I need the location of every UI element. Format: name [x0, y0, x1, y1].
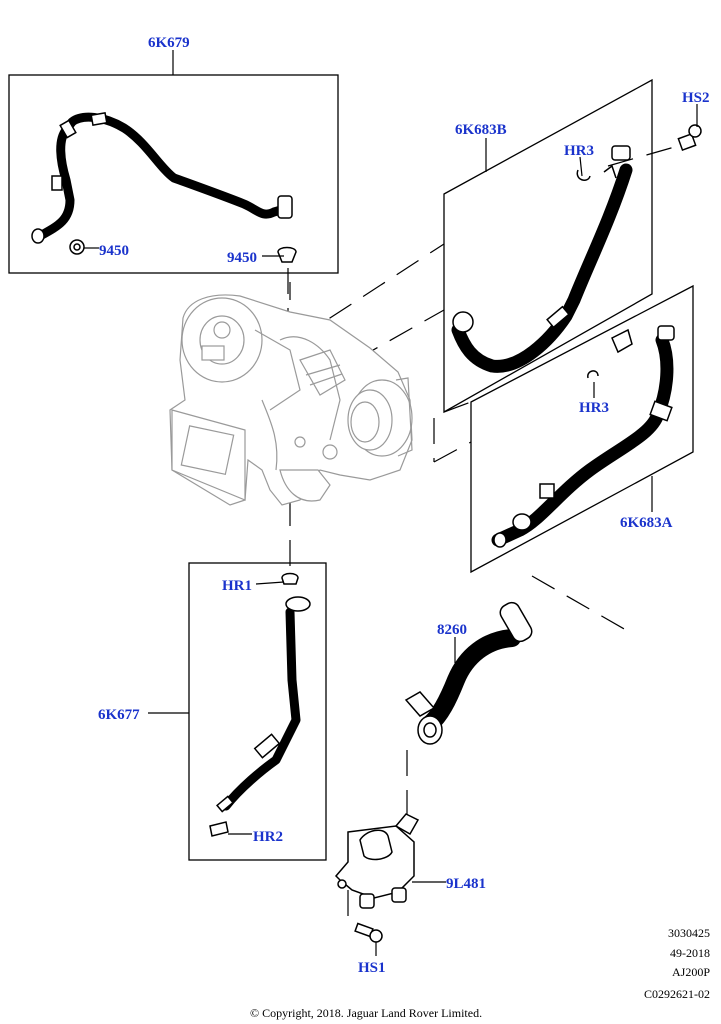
label-6K677: 6K677 [98, 707, 140, 723]
label-HS2: HS2 [682, 90, 710, 106]
label-9L481: 9L481 [446, 876, 486, 892]
box-6K683A [470, 284, 694, 574]
dashed-leaders [287, 145, 679, 920]
label-HR3-b: HR3 [579, 400, 609, 416]
callout-leaders [84, 50, 698, 956]
label-8260: 8260 [437, 622, 467, 638]
box-6K677 [188, 562, 327, 861]
bolt-HS1 [354, 922, 383, 943]
turbocharger-illustration [169, 294, 413, 506]
box-6K683B [443, 78, 653, 414]
pipe-6K679 [31, 111, 297, 263]
label-9450-b: 9450 [227, 250, 257, 266]
hose-6K683A [491, 325, 675, 548]
label-6K683A: 6K683A [620, 515, 673, 531]
label-HR1: HR1 [222, 578, 252, 594]
label-6K679: 6K679 [148, 35, 190, 51]
ref-code-3: AJ200P [672, 965, 710, 979]
label-9450-a: 9450 [99, 243, 129, 259]
label-HR2: HR2 [253, 829, 283, 845]
pipe-6K677 [209, 572, 311, 837]
bolt-HS2 [677, 124, 702, 151]
hose-8260 [404, 601, 533, 745]
ref-code-4: C0292621-02 [644, 987, 710, 1001]
label-6K683B: 6K683B [455, 122, 507, 138]
ref-code-1: 3030425 [668, 926, 710, 940]
copyright-notice: © Copyright, 2018. Jaguar Land Rover Lim… [250, 1006, 482, 1020]
label-HR3-a: HR3 [564, 143, 594, 159]
housing-9L481 [334, 813, 420, 909]
hose-6K683B [451, 145, 633, 373]
label-HS1: HS1 [358, 960, 386, 976]
ref-code-2: 49-2018 [670, 946, 710, 960]
